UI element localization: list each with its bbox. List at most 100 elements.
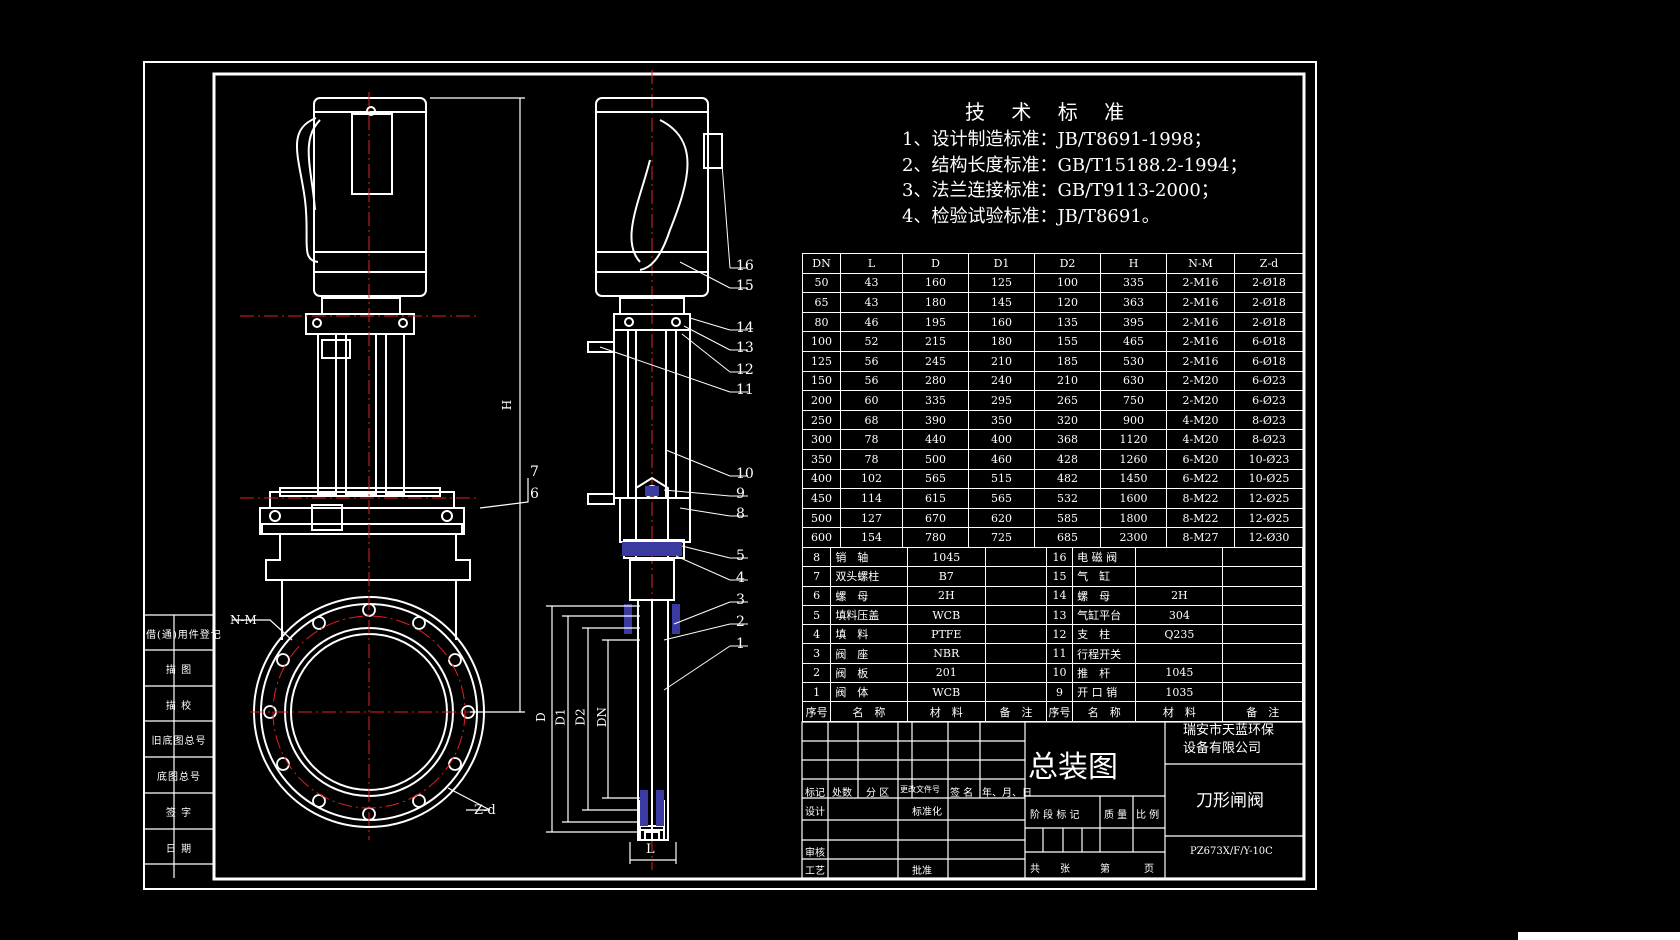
dims-cell: 2-Ø18 [1234,311,1304,333]
parts-cell: 1045 [906,546,986,568]
parts-cell: 1035 [1135,682,1224,703]
dims-cell: 280 [902,370,969,392]
dims-cell: 56 [840,370,903,392]
tb-label-review: 审核 [805,848,825,859]
parts-cell: 行程开关 [1072,643,1137,664]
tech-box [799,81,1303,251]
parts-cell: 2H [1135,585,1224,606]
dims-cell: 10-Ø23 [1234,448,1304,470]
callout-11: 11 [736,382,754,398]
dims-cell: 450 [802,488,841,509]
company-name: 瑞安市天蓝环保设备有限公司 [1183,723,1275,756]
dims-cell: 160 [968,311,1035,333]
dims-cell: 195 [902,311,969,333]
parts-header-cell: 名 称 [1072,701,1137,722]
parts-cell: 销 轴 [830,546,908,568]
dims-cell: 210 [1034,370,1101,392]
dims-cell: 6-M20 [1166,448,1235,470]
dims-cell: 56 [840,350,903,372]
tb-label-total: 共 [1030,864,1040,875]
parts-cell: 9 [1045,682,1074,703]
dims-cell: 300 [802,429,841,450]
dims-cell: 12-Ø30 [1234,527,1304,548]
side-view [587,97,723,841]
parts-cell: 双头螺柱 [830,566,908,587]
left-strip-label: 签 字 [165,808,193,819]
dims-cell: 200 [802,390,841,411]
dims-cell: 440 [902,429,969,450]
dims-cell: 6-M22 [1166,468,1235,490]
parts-header-cell: 备 注 [1222,701,1303,722]
parts-cell: Q235 [1135,624,1224,645]
dims-cell: 515 [968,468,1035,490]
parts-cell [1135,643,1224,664]
parts-cell: 2H [906,585,986,606]
dims-cell: 2-M16 [1166,272,1235,294]
dims-cell: 65 [802,292,841,313]
dims-cell: 145 [968,292,1035,313]
side-dimensions [546,605,677,864]
dims-cell: 320 [1034,409,1101,431]
parts-cell [1135,546,1224,568]
parts-cell: 2 [801,662,832,684]
model-number: PZ673X/F/Y-10C [1190,846,1273,857]
parts-cell: 3 [801,643,832,664]
dims-cell: 395 [1100,311,1167,333]
parts-cell: 螺 母 [1072,585,1137,606]
dims-cell: 155 [1034,331,1101,352]
tb-label-standardize: 标准化 [912,807,942,818]
tb-label-date: 年、月、日 [982,788,1032,799]
dims-cell: 180 [968,331,1035,352]
left-strip-label: 底图总号 [157,772,201,783]
left-strip-label: 旧底图总号 [151,736,207,747]
parts-cell: 7 [801,566,832,587]
dims-header-cell: D [902,253,969,274]
dims-header-cell: N-M [1166,253,1235,274]
tb-label-scale: 比 例 [1136,810,1160,821]
dims-cell: 335 [1100,272,1167,294]
parts-cell: 11 [1045,643,1074,664]
parts-cell: B7 [906,566,986,587]
inner-frame [212,72,1306,881]
tb-label-process: 工艺 [805,866,825,877]
tb-label-count: 处数 [832,788,852,799]
label-dn: DN [595,706,610,728]
parts-header-cell: 材 料 [1135,701,1224,722]
left-strip-label: 描 校 [165,701,193,712]
dims-cell: 6-Ø18 [1234,350,1304,372]
dims-cell: 725 [968,527,1035,548]
dims-cell: 240 [968,370,1035,392]
dims-header-cell: L [840,253,903,274]
dims-cell: 750 [1100,390,1167,411]
callout-9: 9 [736,486,745,502]
parts-cell: 8 [801,546,832,568]
dims-cell: 350 [968,409,1035,431]
parts-cell: 304 [1135,604,1224,626]
callout-10: 10 [736,466,754,482]
label-d: D [533,712,548,722]
dims-cell: 335 [902,390,969,411]
dims-cell: 400 [802,468,841,490]
dims-cell: 100 [1034,272,1101,294]
label-d1: D1 [553,708,568,726]
dims-cell: 620 [968,507,1035,529]
left-strip-label: 日 期 [165,844,193,855]
tb-label-mark: 标记 [805,788,825,799]
dims-cell: 2-M16 [1166,331,1235,352]
parts-cell: 1045 [1135,662,1224,684]
parts-cell: 10 [1045,662,1074,684]
parts-header-cell: 材 料 [906,701,986,722]
dims-cell: 12-Ø25 [1234,507,1304,529]
parts-cell: 201 [906,662,986,684]
dims-cell: 532 [1034,488,1101,509]
